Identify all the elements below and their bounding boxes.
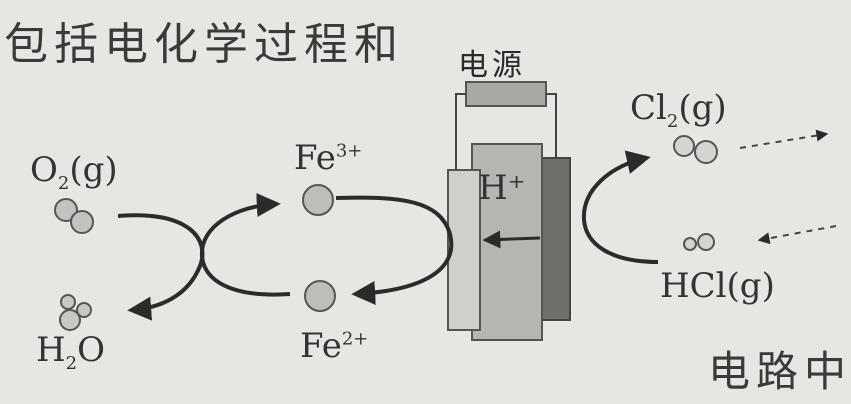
h2o-molecule-icon xyxy=(59,294,92,331)
power-source-label: 电源 xyxy=(458,48,526,83)
fe2-label: Fe2+ xyxy=(300,326,369,366)
hcl-molecule-icon xyxy=(683,233,715,251)
hcl-in-arrow xyxy=(757,225,837,245)
proton-arrow xyxy=(482,230,541,249)
o2-molecule-icon xyxy=(54,198,94,234)
oxidation-arrow xyxy=(199,192,291,297)
circuit-wire xyxy=(455,93,557,170)
anode-reaction-arrow xyxy=(581,150,659,264)
proton-label: H⁺ xyxy=(478,168,526,208)
fe-cycle-arrow xyxy=(335,195,454,305)
fe3-label: Fe3+ xyxy=(294,138,363,178)
cathode-plate xyxy=(447,169,481,331)
header-text: 包括电化学过程和 xyxy=(4,19,404,70)
h2o-label: H2O xyxy=(36,330,105,374)
reduction-arrow xyxy=(117,213,205,321)
power-source xyxy=(465,81,547,107)
footer-text: 电路中 xyxy=(708,347,851,396)
cl2-molecule-icon xyxy=(673,135,718,164)
fe3-ion-icon xyxy=(302,184,334,216)
anode-plate xyxy=(539,157,571,321)
cl2-out-arrow xyxy=(739,129,829,149)
hcl-label: HCl(g) xyxy=(660,266,775,306)
cl2-label: Cl2(g) xyxy=(630,88,727,132)
fe2-ion-icon xyxy=(304,280,336,312)
o2-label: O2(g) xyxy=(30,150,118,194)
